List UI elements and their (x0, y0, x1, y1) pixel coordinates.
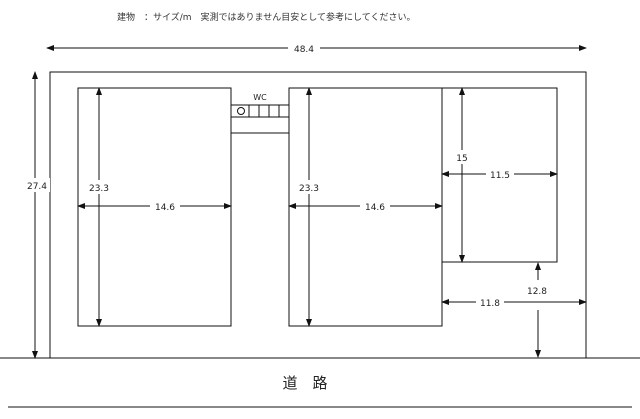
label-setback-depth: 12.8 (527, 287, 547, 297)
toilet-icon (237, 107, 245, 115)
site-boundary (49, 71, 587, 359)
label-bldg1-depth: 23.3 (89, 184, 109, 194)
label-bldg3-width: 11.5 (490, 171, 510, 181)
size-note: 建物 ：サイズ/m 実測ではありません目安として参考にしてください。 (117, 13, 416, 23)
label-bldg3-depth: 15 (456, 154, 467, 164)
label-bldg2-width: 14.6 (365, 203, 385, 213)
label-wc: WC (253, 93, 267, 102)
wc-block (231, 104, 289, 134)
label-overall-depth: 27.4 (27, 182, 47, 192)
label-road: 道 路 (282, 374, 327, 392)
label-setback-width: 11.8 (480, 299, 500, 309)
label-overall-width: 48.4 (294, 45, 314, 55)
label-bldg1-width: 14.6 (155, 203, 175, 213)
label-bldg2-depth: 23.3 (299, 184, 319, 194)
